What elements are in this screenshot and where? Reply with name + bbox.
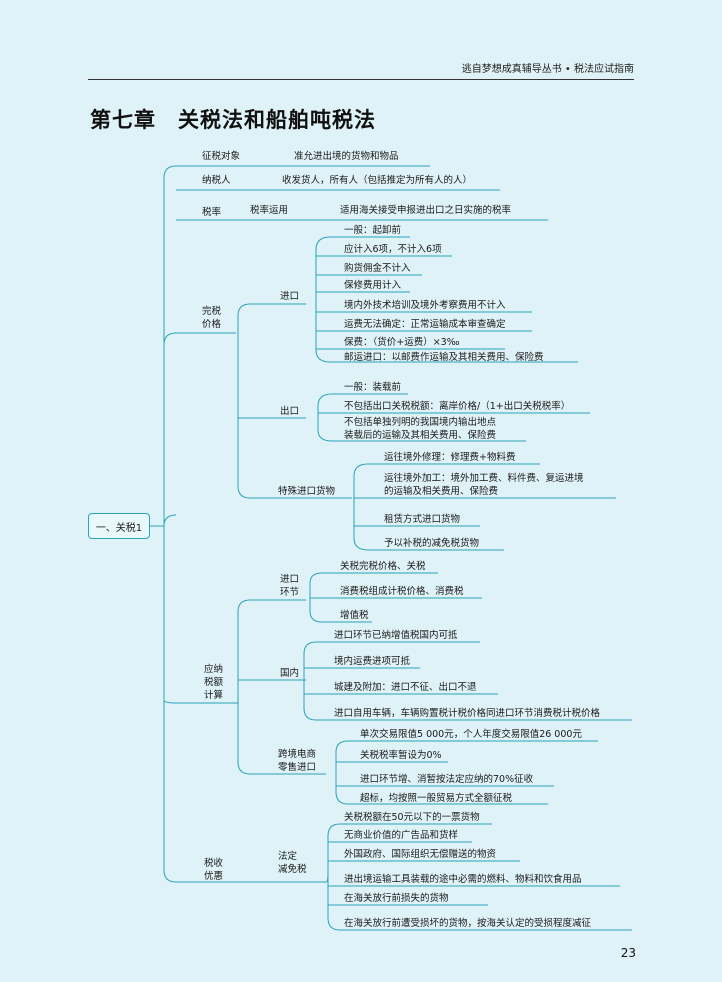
- import-item: 邮运进口：以邮费作运输及其相关费用、保险费: [344, 352, 544, 363]
- dutiable-special-label: 特殊进口货物: [278, 486, 336, 497]
- branch-preference-label-2: 优惠: [204, 871, 224, 882]
- export-item: 不包括出口关税税额：离岸价格/（1+出口关税税率）: [344, 401, 571, 412]
- special-item: 运往境外修理：修理费+物料费: [384, 452, 516, 463]
- import-item: 保修费用计入: [344, 280, 402, 291]
- statutory-item: 无商业价值的广告品和货样: [344, 830, 459, 841]
- statutory-item: 在海关放行前损失的货物: [344, 893, 449, 904]
- dutiable-export-label: 出口: [280, 406, 300, 417]
- branch-rate-sub: 税率运用: [250, 205, 289, 216]
- branch-rate-label: 税率: [202, 207, 222, 218]
- import-item: 购货佣金不计入: [344, 263, 411, 274]
- cross-border-item: 超标，均按照一般贸易方式全额征税: [360, 793, 513, 804]
- special-item: 的运输及相关费用、保险费: [384, 486, 499, 497]
- import-link-item: 增值税: [340, 610, 369, 621]
- domestic-item: 进口环节已纳增值税国内可抵: [334, 630, 458, 641]
- branch-taxpayer-leaf: 收发货人，所有人（包括推定为所有人的人）: [282, 175, 473, 186]
- domestic-item: 境内运费进项可抵: [334, 656, 411, 667]
- cross-border-label-1: 跨境电商: [278, 749, 317, 760]
- import-link-label-1: 进口: [280, 574, 300, 585]
- header-rule: [88, 79, 634, 80]
- statutory-label-2: 减免税: [278, 864, 307, 875]
- branch-object-leaf: 准允进出境的货物和物品: [294, 151, 399, 162]
- import-link-item: 关税完税价格、关税: [340, 561, 426, 572]
- import-link-label-2: 环节: [280, 587, 300, 598]
- branch-dutiable-label: 完税价格: [202, 306, 222, 330]
- branch-payable-label-1: 应纳: [204, 664, 224, 675]
- branch-payable-label-3: 计算: [204, 690, 224, 701]
- root-node-customs-duty: 一、关税1: [88, 513, 150, 539]
- special-item: 租赁方式进口货物: [384, 514, 461, 525]
- special-item: 运往境外加工：境外加工费、料件费、复运进境: [384, 473, 584, 484]
- import-item: 应计入6项，不计入6项: [344, 244, 442, 255]
- branch-taxpayer-label: 纳税人: [202, 175, 231, 186]
- branch-rate-leaf: 适用海关接受申报进出口之日实施的税率: [340, 205, 512, 216]
- export-item: 装载后的运输及其相关费用、保险费: [344, 430, 497, 441]
- cross-border-item: 关税税率暂设为0%: [360, 750, 442, 761]
- domestic-item: 城建及附加：进口不征、出口不退: [334, 682, 477, 693]
- import-link-item: 消费税组成计税价格、消费税: [340, 586, 464, 597]
- statutory-item: 外国政府、国际组织无偿赠送的物资: [344, 849, 497, 860]
- cross-border-label-2: 零售进口: [278, 762, 317, 773]
- cross-border-item: 单次交易限值5 000元，个人年度交易限值26 000元: [360, 729, 582, 740]
- import-item: 境内外技术培训及境外考察费用不计入: [344, 300, 506, 311]
- statutory-item: 进出境运输工具装载的途中必需的燃料、物料和饮食用品: [344, 874, 582, 885]
- import-item: 保费：（货价+运费）×3‰: [344, 337, 460, 348]
- statutory-item: 关税税额在50元以下的一票货物: [344, 812, 480, 823]
- domestic-label: 国内: [280, 668, 300, 679]
- statutory-item: 在海关放行前遭受损坏的货物，按海关认定的受损程度减征: [344, 918, 592, 929]
- import-item: 运费无法确定：正常运输成本审查确定: [344, 319, 506, 330]
- special-item: 予以补税的减免税货物: [384, 538, 480, 549]
- dutiable-import-label: 进口: [280, 291, 300, 302]
- branch-preference-label-1: 税收: [204, 858, 224, 869]
- branch-object-label: 征税对象: [202, 151, 241, 162]
- running-header: 逃自梦想成真辅导丛书 • 税法应试指南: [461, 64, 634, 75]
- statutory-label-1: 法定: [278, 851, 298, 862]
- import-item: 一般：起卸前: [344, 225, 402, 236]
- export-item: 一般：装载前: [344, 382, 402, 393]
- chapter-title: 第七章 关税法和船舶吨税法: [90, 108, 376, 132]
- cross-border-item: 进口环节增、消暂按法定应纳的70%征收: [360, 774, 534, 785]
- page-number: 23: [620, 946, 636, 960]
- branch-payable-label-2: 税额: [204, 677, 224, 688]
- export-item: 不包括单独列明的我国境内输出地点: [344, 417, 497, 428]
- domestic-item: 进口自用车辆，车辆购置税计税价格同进口环节消费税计税价格: [334, 708, 601, 719]
